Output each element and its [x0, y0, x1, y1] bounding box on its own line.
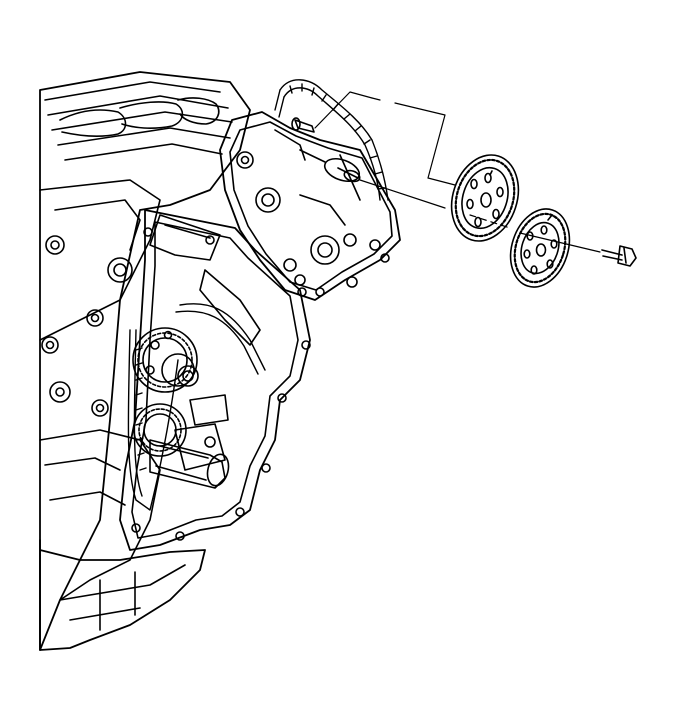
- camshaft-sprocket-small: [509, 208, 571, 288]
- sprocket-bolt: [601, 245, 637, 267]
- cylinder-head: [219, 111, 401, 301]
- idler-sprocket: [132, 327, 199, 393]
- camshaft-sprocket-large: [450, 154, 520, 242]
- engine-block: [39, 71, 251, 651]
- timing-chain-upper: [274, 79, 389, 201]
- chain-guide: [149, 214, 261, 471]
- alignment-dowel: [291, 117, 315, 133]
- crankshaft-sprocket: [133, 403, 187, 457]
- crankshaft-snout: [149, 439, 230, 489]
- front-cover-frame: [119, 209, 311, 551]
- camshaft-nose: [299, 149, 361, 183]
